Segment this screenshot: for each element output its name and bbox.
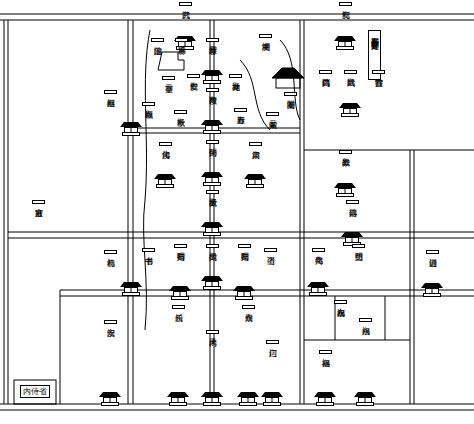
building-label: 门下省 bbox=[264, 248, 277, 252]
building-label: 神龙殿 bbox=[229, 74, 242, 78]
building-label: 承香殿 bbox=[175, 38, 188, 42]
building-label: 山池院 bbox=[151, 38, 164, 42]
building-label: 万春殿 bbox=[234, 108, 247, 112]
building-label: 永福门 bbox=[359, 318, 372, 322]
building-label: 内侍省 bbox=[20, 385, 50, 398]
building-label: 肃章门 bbox=[249, 142, 262, 146]
building-label: 太极门 bbox=[206, 244, 219, 248]
building-label: 凌烟阁 bbox=[259, 34, 272, 38]
gate-icons bbox=[99, 36, 443, 406]
building-label: 望云亭 bbox=[162, 76, 175, 80]
building-label: 凝阴阁 bbox=[284, 92, 297, 96]
building-label: 掖庭宫 bbox=[32, 200, 45, 204]
building-label: 嘉福门 bbox=[319, 350, 332, 354]
building-label: 两仪殿 bbox=[206, 88, 219, 92]
building-label: 承天门 bbox=[206, 330, 219, 334]
building-label: 百福殿 bbox=[142, 102, 155, 106]
building-label: 玄武门 bbox=[179, 2, 192, 6]
building-label: 永春门 bbox=[242, 305, 255, 309]
building-label: 广运门 bbox=[266, 340, 279, 344]
building-label: 奉化门 bbox=[312, 248, 325, 252]
building-label: 朱明门 bbox=[206, 140, 219, 144]
building-label: 嘉德门 bbox=[346, 200, 359, 204]
building-label: 紫云阁 bbox=[266, 112, 279, 116]
building-label: 嘉猷门 bbox=[104, 90, 117, 94]
building-label: 左延明门 bbox=[238, 244, 251, 248]
building-label: 通训门 bbox=[426, 250, 439, 254]
building-label: 重明门 bbox=[352, 244, 365, 248]
building-label: 崇教殿 bbox=[339, 150, 352, 154]
building-label: 宣春宫门 bbox=[372, 70, 385, 74]
building-label: 长乐门 bbox=[172, 305, 185, 309]
building-label: 中书省 bbox=[142, 248, 155, 252]
building-label: 永安门 bbox=[104, 320, 117, 324]
building-label: 武德西门 bbox=[319, 70, 332, 74]
building-label: 恭礼门 bbox=[104, 250, 117, 254]
building-label: 左永福门 bbox=[334, 300, 347, 304]
building-label: 右延明门 bbox=[174, 244, 187, 248]
building-label: 安仁殿 bbox=[187, 74, 200, 78]
label-text: 内侍省 bbox=[23, 386, 47, 397]
building-label: 甘露殿 bbox=[206, 38, 219, 42]
building-label: 太极殿 bbox=[206, 190, 219, 194]
building-label: 千秋殿 bbox=[174, 110, 187, 114]
building-label: 安礼门 bbox=[339, 2, 352, 6]
building-label: 虔化门 bbox=[159, 142, 172, 146]
building-label: 武德殿 bbox=[344, 70, 357, 74]
